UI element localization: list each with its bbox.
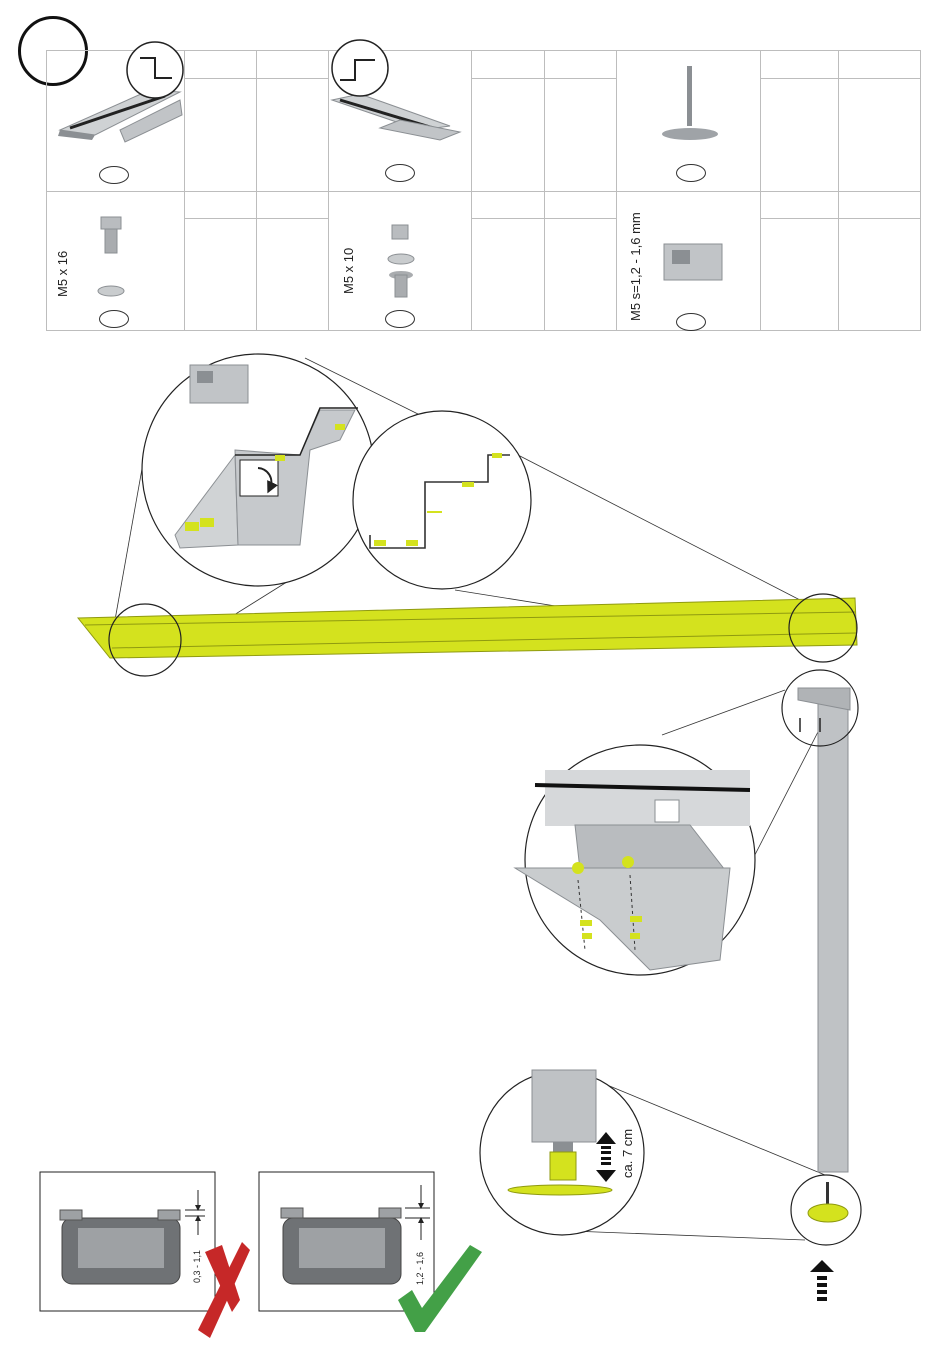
height-adjust-label: ca. 7 cm — [620, 1129, 635, 1178]
clip-check-wrong — [40, 1172, 215, 1311]
crossbar-rail — [78, 598, 857, 658]
clip-check-right — [259, 1172, 434, 1311]
detail-z-profile-section — [353, 411, 531, 589]
leveling-foot-image — [662, 66, 718, 140]
push-up-arrow — [810, 1260, 834, 1301]
nut-washer-bolt-image — [388, 225, 414, 297]
detail-clip-nut — [190, 365, 248, 403]
detail-leg-top-screws — [515, 745, 755, 975]
leg-foot — [808, 1182, 848, 1222]
detail-clip-rail — [142, 354, 374, 586]
table-leg — [798, 688, 850, 1172]
right-thickness-range: 1,2 - 1,6 — [415, 1252, 425, 1285]
z-rail-profile-image-a — [58, 42, 183, 142]
clip-nut-image — [664, 244, 722, 280]
z-rail-profile-image-b — [332, 40, 460, 140]
wrong-thickness-range: 0,3 - 1,1 — [192, 1250, 202, 1283]
bolt-image — [98, 217, 124, 296]
